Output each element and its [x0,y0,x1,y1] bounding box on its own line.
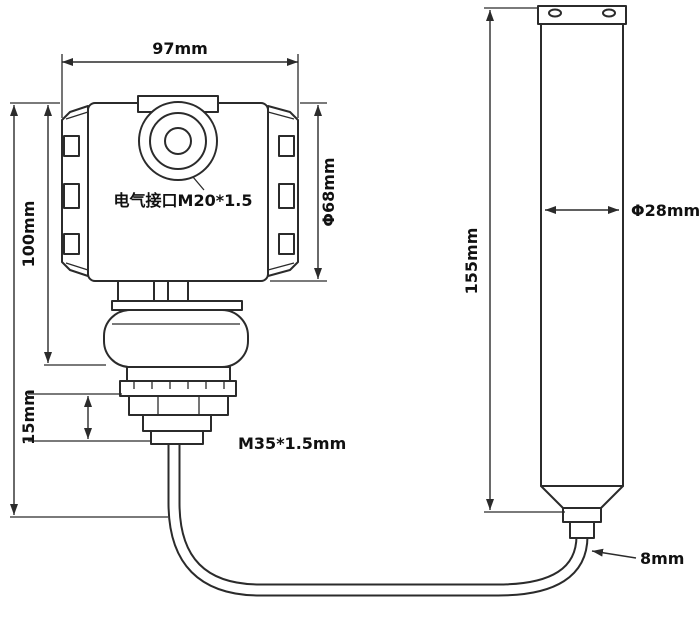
probe-cable-gland [569,521,595,539]
probe-body [540,23,624,487]
flange-collar [126,366,231,382]
leader-line [591,548,637,559]
dimensions: 97mm 100mm Φ68mm 15mm [10,7,700,568]
probe-taper [540,485,624,509]
hex-nut [128,395,229,416]
cable-core [169,444,587,595]
port-inner-circle [164,127,192,155]
dim-housing-width: 97mm [61,39,299,118]
left-cover-tab [63,183,80,209]
port-label-leader [192,176,205,191]
probe-step [562,507,602,523]
right-cover-tab [278,183,295,209]
cable-gland [150,430,204,445]
right-cover-ridge-bottom [267,262,295,271]
left-cover-ridge-top [65,111,89,120]
dim-housing-height: 100mm [19,105,106,366]
neck-plate [111,300,243,311]
right-cover-tab [278,233,295,255]
neck-block-center [167,280,189,302]
dim-probe-length: 155mm [462,7,565,513]
connection-cable [167,444,589,597]
housing-neck [111,280,243,311]
dim-probe-diameter-label: Φ28mm [631,201,700,220]
right-cover-tab [278,135,295,157]
thread-body [142,414,212,432]
probe [537,5,627,539]
dim-overall-left [10,102,168,518]
flange-stack [119,366,237,445]
flange-disc [119,380,237,397]
dim-housing-width-label: 97mm [152,39,208,58]
process-body-outline [103,309,249,368]
right-cover [267,105,299,277]
electrical-interface-label: 电气接口M20*1.5 [114,191,253,210]
left-cover [61,105,89,277]
dim-flange-height-label: 15mm [19,389,38,445]
thread-spec-label: M35*1.5mm [238,434,346,453]
dim-housing-diameter-label: Φ68mm [319,157,338,226]
left-cover-tab [63,233,80,255]
flange-ticks [133,381,225,389]
dim-cable-diameter: 8mm [591,548,684,568]
dim-probe-length-label: 155mm [462,228,481,295]
dim-probe-diameter: Φ28mm [545,201,700,220]
port-middle-circle [149,112,207,170]
left-cover-ridge-bottom [65,262,89,271]
process-body [103,309,249,368]
probe-top-hole-left [548,8,562,18]
cable-outline [167,444,589,597]
left-cover-tab [63,135,80,157]
neck-block-left [117,280,155,302]
electrical-port [138,101,218,181]
probe-top-hole-right [602,8,616,18]
transmitter-head [61,95,299,445]
dim-flange-height: 15mm [19,389,150,445]
dim-housing-height-label: 100mm [19,201,38,268]
dim-cable-diameter-label: 8mm [640,549,684,568]
dim-housing-diameter: Φ68mm [270,102,338,282]
right-cover-ridge-top [267,111,295,120]
